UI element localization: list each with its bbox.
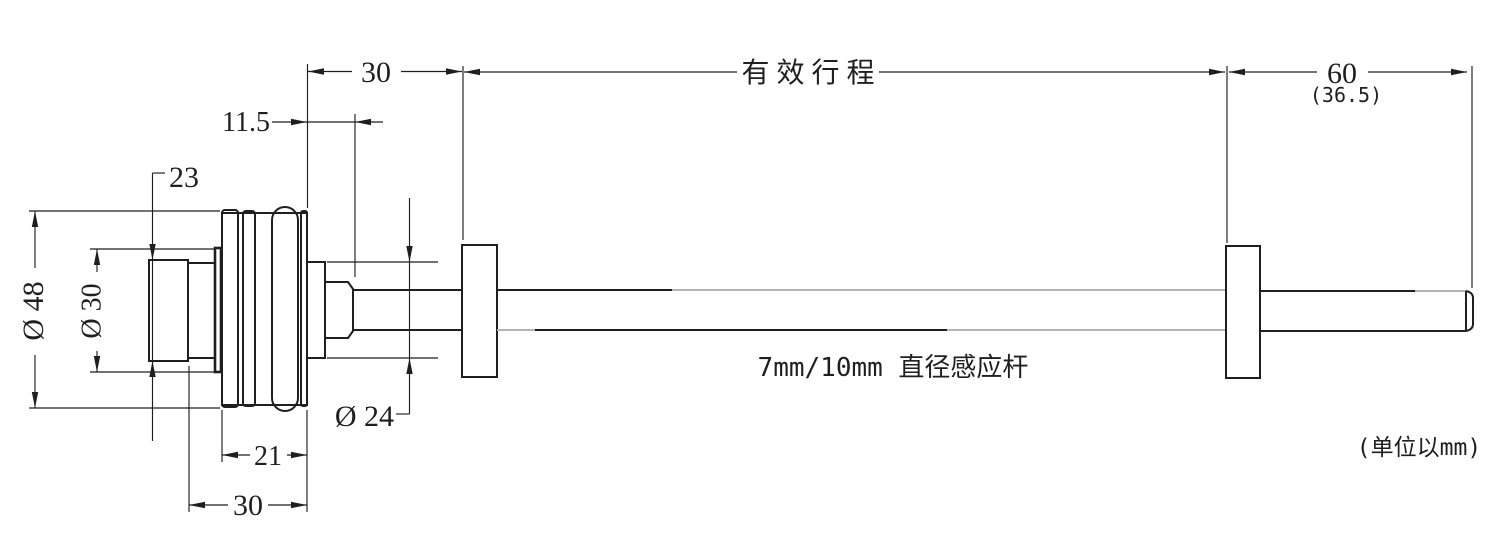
dim-label-tail-length: 60 [1327,57,1357,90]
nozzle [324,281,354,339]
rod-end-cap [1465,290,1474,332]
dim-head-length: 30 [189,489,307,522]
unit-note: (单位以mm) [1357,435,1481,461]
housing-rib-1 [221,209,239,408]
extension-lines [29,64,1473,512]
dim-label-shaft-offset: 11.5 [222,107,270,138]
dim-label-inner-diameter: Ø 30 [76,283,107,338]
dim-label-tail-length-alt: (36.5) [1310,83,1382,107]
housing-rib-2 [242,210,256,407]
housing-dome-rib [271,206,299,412]
dim-label-head-length: 30 [233,489,263,522]
dim-label-body-diameter: Ø 48 [17,281,50,340]
dim-body-diameter: Ø 48 [17,211,50,408]
dim-end-cap-diameter: 23 [149,161,199,441]
housing-base-band [221,212,308,406]
dim-label-end-cap-diameter: 23 [169,161,199,194]
dim-front-offset: 30 [308,56,462,89]
dim-label-rib-length: 21 [254,441,282,472]
end-cap-outer-cylinder [148,259,189,362]
dim-inner-diameter: Ø 30 [76,249,107,372]
mounting-flange-2 [1225,245,1261,379]
dim-shaft-offset: 11.5 [222,107,383,138]
collar [306,261,326,359]
dim-label-collar-diameter: Ø 24 [335,400,394,433]
sensor-body [148,206,1474,412]
dim-collar-diameter: Ø 24 [335,198,413,433]
mounting-flange-1 [461,244,498,378]
dim-tail-length: 60 (36.5) [1229,57,1467,107]
end-cap-inner-cylinder [187,262,216,359]
seal-disc [213,246,223,374]
rod-spec-note: 7mm/10mm 直径感应杆 [758,353,1029,383]
dim-label-front-offset: 30 [361,56,391,89]
dim-label-effective-stroke: 有 效 行 程 [741,57,874,89]
dim-effective-stroke: 有 效 行 程 [464,57,1225,89]
dim-rib-length: 21 [222,441,307,472]
